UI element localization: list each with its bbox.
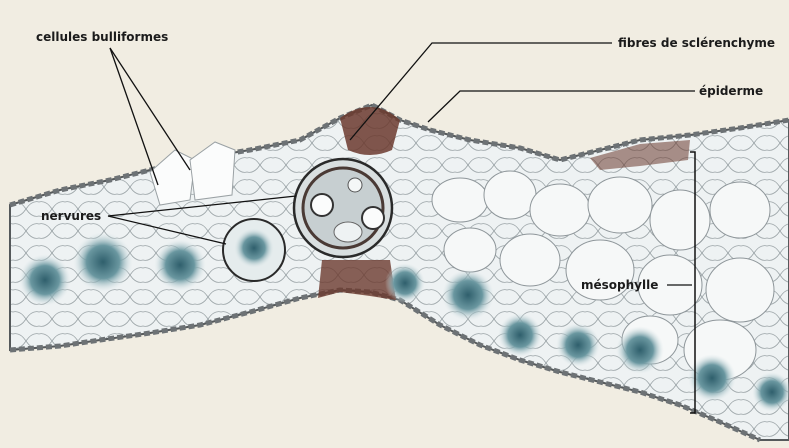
label-epidermis: épiderme	[699, 84, 763, 98]
sclerenchyma-upper-cap	[340, 107, 400, 155]
sclerenchyma-lower-strand	[318, 260, 396, 300]
large-vein-highlight	[294, 159, 392, 257]
label-veins: nervures	[41, 209, 101, 223]
label-mesophyll: mésophylle	[581, 278, 658, 292]
label-sclerenchyma-fibers: fibres de sclérenchyme	[618, 36, 775, 50]
label-bulliform-cells: cellules bulliformes	[36, 30, 168, 44]
small-vein-highlight	[223, 219, 285, 281]
